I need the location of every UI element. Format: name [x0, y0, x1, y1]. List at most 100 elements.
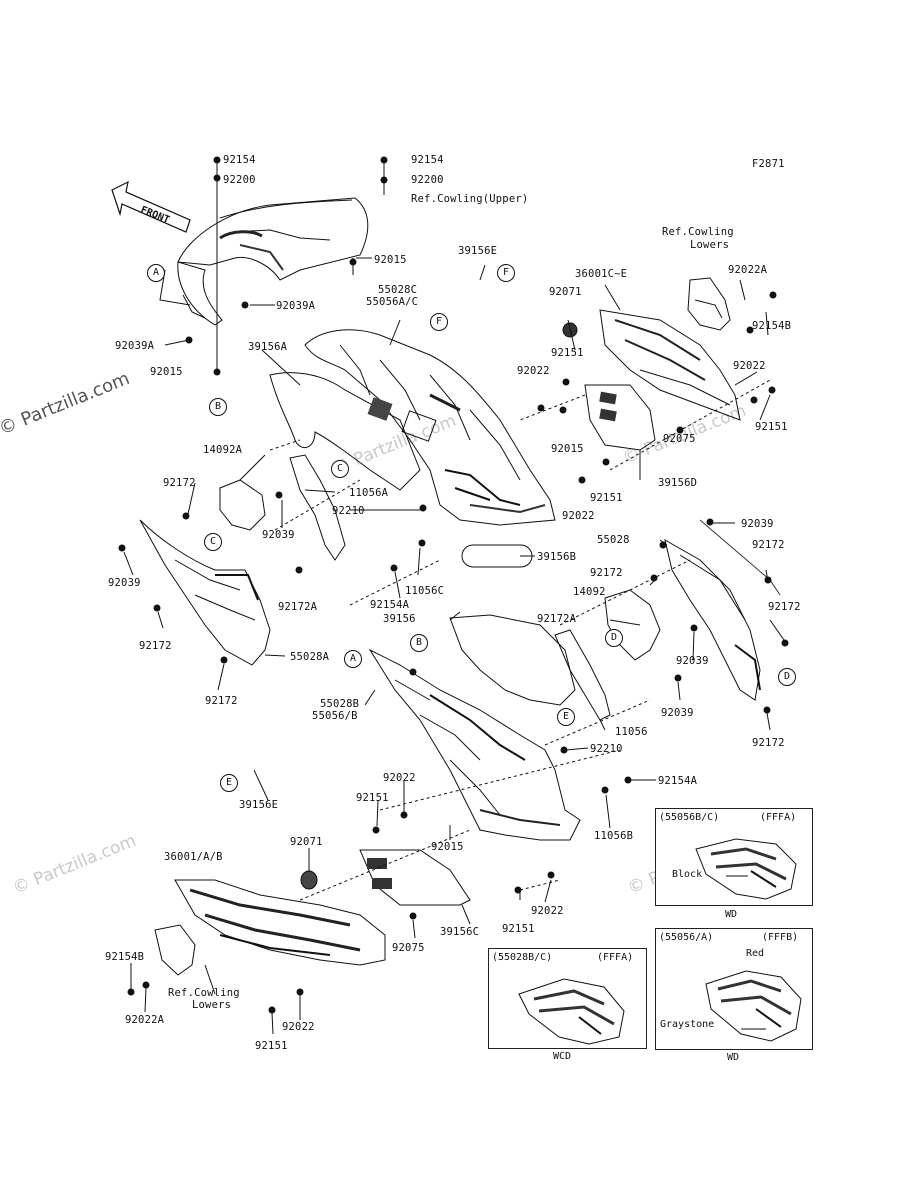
part-label[interactable]: 39156 [383, 613, 416, 625]
variant-inset-55056A: (55056/A) (FFFB) Red Graystone [655, 928, 813, 1050]
side-cowl-55028 [664, 538, 761, 701]
part-label[interactable]: 39156C [440, 926, 480, 938]
part-label[interactable]: 11056B [594, 830, 634, 842]
part-label[interactable]: 92015 [551, 443, 584, 455]
callout-marker: A [147, 264, 165, 282]
part-label[interactable]: 92075 [392, 942, 425, 954]
part-label[interactable]: 39156E [458, 245, 498, 257]
part-label[interactable]: 92039 [661, 707, 694, 719]
part-label[interactable]: 92172 [752, 737, 785, 749]
part-label[interactable]: 92200 [223, 174, 256, 186]
part-label[interactable]: 92015 [431, 841, 464, 853]
part-label[interactable]: 92210 [332, 505, 365, 517]
part-label[interactable]: 92015 [150, 366, 183, 378]
inner-panel-39156 [449, 614, 576, 706]
part-label[interactable]: 39156E [239, 799, 279, 811]
inset-code: (FFFA) [597, 952, 634, 963]
front-arrow-icon [111, 180, 191, 233]
part-label[interactable]: 11056A [349, 487, 389, 499]
part-label[interactable]: 92154B [752, 320, 792, 332]
part-label[interactable]: 11056 [615, 726, 648, 738]
callout-marker: B [209, 398, 227, 416]
part-label[interactable]: 36001/A/B [164, 851, 223, 863]
inset-caption: WD [725, 909, 738, 920]
callout-marker: D [778, 668, 796, 686]
part-label[interactable]: 92022 [733, 360, 766, 372]
part-label[interactable]: 92071 [549, 286, 582, 298]
part-label[interactable]: 92039 [741, 518, 774, 530]
part-label[interactable]: 92022 [562, 510, 595, 522]
inset-part-drawing [518, 978, 625, 1045]
part-label[interactable]: 92151 [590, 492, 623, 504]
ref-cowling-lowers-part [687, 277, 731, 331]
callout-marker: C [331, 460, 349, 478]
part-label[interactable]: 92172 [139, 640, 172, 652]
side-cowl-55028A [139, 519, 271, 666]
inner-panel-39156A [269, 372, 421, 491]
part-label[interactable]: 55056A/C [366, 296, 419, 308]
part-label[interactable]: 92172 [163, 477, 196, 489]
part-label[interactable]: 92151 [755, 421, 788, 433]
part-label[interactable]: 14092 [573, 586, 606, 598]
part-label[interactable]: 92151 [255, 1040, 288, 1052]
part-label[interactable]: Ref.Cowling [168, 987, 240, 999]
inset-note-graystone: Graystone [660, 1019, 715, 1030]
part-label[interactable]: 92154 [223, 154, 256, 166]
callout-marker: B [410, 634, 428, 652]
part-label[interactable]: 92172A [278, 601, 318, 613]
callout-marker: A [344, 650, 362, 668]
part-label[interactable]: 92022 [383, 772, 416, 784]
part-label[interactable]: 92075 [663, 433, 696, 445]
part-label[interactable]: Ref.Cowling(Upper) [411, 193, 529, 205]
part-label[interactable]: 39156B [537, 551, 577, 563]
part-label[interactable]: 55028A [290, 651, 330, 663]
part-label[interactable]: 92172A [537, 613, 577, 625]
inner-frame-55028C [304, 329, 556, 526]
part-label[interactable]: 92154B [105, 951, 145, 963]
part-label[interactable]: 14092A [203, 444, 243, 456]
part-label[interactable]: 92154A [658, 775, 698, 787]
part-label[interactable]: 92151 [551, 347, 584, 359]
part-label[interactable]: 92071 [290, 836, 323, 848]
part-label[interactable]: 55028B [320, 698, 360, 710]
part-label[interactable]: 55028 [597, 534, 630, 546]
part-label[interactable]: 92200 [411, 174, 444, 186]
part-label[interactable]: 92022 [531, 905, 564, 917]
inset-note-block: Block [672, 869, 703, 880]
grommet-92071-lower [300, 870, 318, 890]
part-label[interactable]: 39156A [248, 341, 288, 353]
part-label[interactable]: 92022 [282, 1021, 315, 1033]
part-label[interactable]: 92039 [108, 577, 141, 589]
part-label[interactable]: 92172 [752, 539, 785, 551]
part-label[interactable]: 92172 [768, 601, 801, 613]
part-label[interactable]: 92154 [411, 154, 444, 166]
part-label[interactable]: Lowers [192, 999, 232, 1011]
part-label[interactable]: 92022A [728, 264, 768, 276]
variant-inset-55028BC: (55028B/C) (FFFA) [488, 948, 647, 1049]
part-label[interactable]: 92039A [115, 340, 155, 352]
part-label[interactable]: Lowers [690, 239, 730, 251]
part-label[interactable]: 55056/B [312, 710, 358, 722]
side-cover-36001 [174, 879, 386, 966]
part-label[interactable]: 92015 [374, 254, 407, 266]
part-label[interactable]: 36001C~E [575, 268, 628, 280]
part-label[interactable]: 11056C [405, 585, 445, 597]
part-label[interactable]: 92151 [356, 792, 389, 804]
part-label[interactable]: 92210 [590, 743, 623, 755]
callout-marker: E [557, 708, 575, 726]
part-label[interactable]: 92039 [262, 529, 295, 541]
part-label[interactable]: 92154A [370, 599, 410, 611]
part-label[interactable]: 92039A [276, 300, 316, 312]
part-label[interactable]: 55028C [378, 284, 418, 296]
part-label[interactable]: 92039 [676, 655, 709, 667]
part-label[interactable]: 92022 [517, 365, 550, 377]
part-label[interactable]: Ref.Cowling [662, 226, 734, 238]
duct-14092A [219, 479, 266, 531]
part-label[interactable]: 39156D [658, 477, 698, 489]
inset-caption: WD [727, 1052, 740, 1063]
part-label[interactable]: 92172 [590, 567, 623, 579]
part-label[interactable]: 92172 [205, 695, 238, 707]
part-label[interactable]: 92151 [502, 923, 535, 935]
inset-part-drawing [695, 838, 797, 900]
part-label[interactable]: 92022A [125, 1014, 165, 1026]
